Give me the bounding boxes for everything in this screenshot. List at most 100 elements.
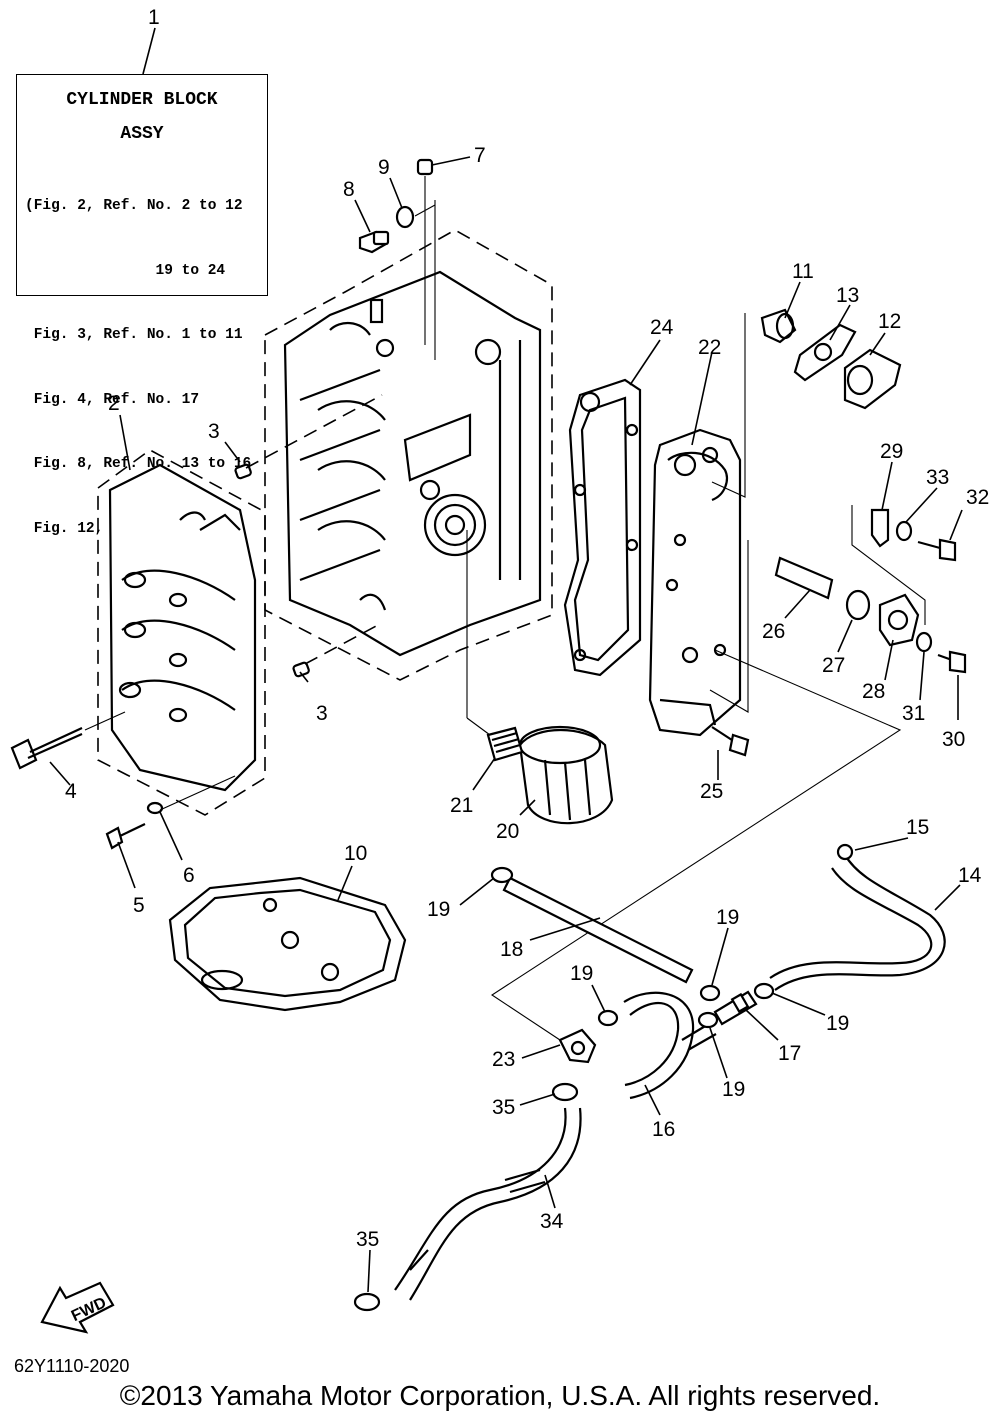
thermostat-cover-part (843, 348, 902, 410)
grommet-part (845, 589, 871, 621)
callout-number: 19 (427, 898, 450, 921)
callout-number: 25 (700, 780, 723, 803)
leader-line (490, 649, 902, 1041)
hose-joint-part (558, 1028, 597, 1064)
bolt-part (917, 538, 957, 562)
union-bolt-part (486, 726, 524, 762)
callout-number: 9 (378, 156, 390, 179)
callout-number: 27 (822, 654, 845, 677)
hose-clamp-part (753, 982, 775, 1000)
callout-number: 19 (722, 1078, 745, 1101)
callout-number: 14 (958, 864, 982, 887)
washer-part (395, 205, 415, 229)
plug-part (416, 158, 434, 176)
bolt-part (10, 711, 126, 770)
group-outline (264, 229, 553, 681)
hose-clamp-part (551, 1082, 579, 1102)
assembly-ref-line: Fig. 3, Ref. No. 1 to 11 (25, 327, 243, 343)
anode-cover-part (878, 593, 920, 647)
crankcase-part (97, 449, 266, 816)
callout-number: 33 (926, 466, 949, 489)
leader-line (709, 540, 749, 713)
hose-clamp-part (490, 866, 514, 884)
callout-number: 23 (492, 1048, 515, 1071)
hose-part (394, 1107, 567, 1291)
dowel-pin-part (292, 661, 310, 678)
callout-number: 28 (862, 680, 885, 703)
hose-joint-part (713, 990, 758, 1026)
leader-line (142, 27, 156, 75)
callout-number: 32 (966, 486, 989, 509)
callout-number: 34 (540, 1210, 564, 1233)
callout-number: 15 (906, 816, 929, 839)
callout-number: 35 (492, 1096, 515, 1119)
callout-number: 12 (878, 310, 901, 333)
callout-number: 31 (902, 702, 925, 725)
diagram-code: 62Y1110-2020 (14, 1356, 130, 1376)
bolt-part (937, 650, 967, 674)
callout-number: 18 (500, 938, 523, 961)
callout-number: 13 (836, 284, 859, 307)
callout-leaders (49, 156, 963, 1293)
callout-number: 7 (474, 144, 486, 167)
anode-part (870, 508, 890, 548)
leader-line (245, 394, 383, 469)
hose-part (774, 854, 946, 991)
callout-number: 5 (133, 894, 145, 917)
drain-bolt-part (358, 230, 390, 254)
callout-number: 11 (792, 260, 814, 283)
anode-plate-part (774, 556, 834, 600)
assembly-ref-line: 19 to 24 (25, 262, 226, 279)
thermostat-part (760, 308, 797, 344)
hose-clamp-part (697, 1011, 719, 1029)
callout-number: 24 (650, 316, 674, 339)
group-outline (97, 449, 266, 816)
gasket-part (793, 323, 857, 382)
washer-part (146, 801, 164, 815)
callout-number: 17 (778, 1042, 801, 1065)
leader-line (851, 505, 926, 625)
callout-number: 1 (148, 6, 160, 29)
callout-number: 19 (570, 962, 593, 985)
leader-line (711, 313, 746, 498)
callout-number: 16 (652, 1118, 675, 1141)
assembly-ref-line: Fig. 4, Ref. No. 17 (25, 391, 200, 408)
fwd-arrow-icon: FWD (40, 1281, 115, 1334)
washer-part (915, 631, 933, 653)
callout-number: 22 (698, 336, 721, 359)
callout-number: 19 (826, 1012, 849, 1035)
washer-part (895, 520, 913, 542)
assembly-title-line2: ASSY (120, 124, 164, 144)
callout-number: 4 (65, 780, 77, 803)
gasket-part (168, 876, 407, 1012)
callout-number: 10 (344, 842, 367, 865)
oil-filter-part (518, 725, 614, 825)
assembly-title-line1: CYLINDER BLOCK (66, 90, 218, 110)
leader-line (304, 623, 381, 665)
hose-clamp-part (836, 843, 854, 861)
callout-number: 21 (450, 794, 473, 817)
callout-number: 20 (496, 820, 519, 843)
bolt-part (711, 726, 750, 757)
callout-number: 26 (762, 620, 785, 643)
assembly-title: CYLINDER BLOCK ASSY (17, 83, 267, 151)
callout-number: 2 (108, 392, 120, 415)
callout-number: 30 (942, 728, 965, 751)
hose-part (502, 876, 694, 984)
hose-part (624, 1001, 680, 1087)
copyright-notice: ©2013 Yamaha Motor Corporation, U.S.A. A… (119, 1380, 881, 1411)
callout-number: 6 (183, 864, 195, 887)
cylinder-block-part (264, 229, 553, 681)
hose-clamp-part (353, 1292, 381, 1312)
callout-numbers: 1 2 3 3 4 5 6 7 8 9 10 11 12 13 14 15 16… (65, 6, 989, 1251)
assembly-reference-list: (Fig. 2, Ref. No. 2 to 12 19 to 24 Fig. … (25, 153, 251, 583)
hose-clamp-part (597, 1009, 619, 1027)
callout-number: 35 (356, 1228, 379, 1251)
callout-number: 29 (880, 440, 903, 463)
exhaust-cover-part (648, 428, 742, 737)
callout-number: 19 (716, 906, 739, 929)
callout-number: 3 (316, 702, 328, 725)
callout-number: 8 (343, 178, 355, 201)
hose-clamp-part (699, 984, 721, 1002)
